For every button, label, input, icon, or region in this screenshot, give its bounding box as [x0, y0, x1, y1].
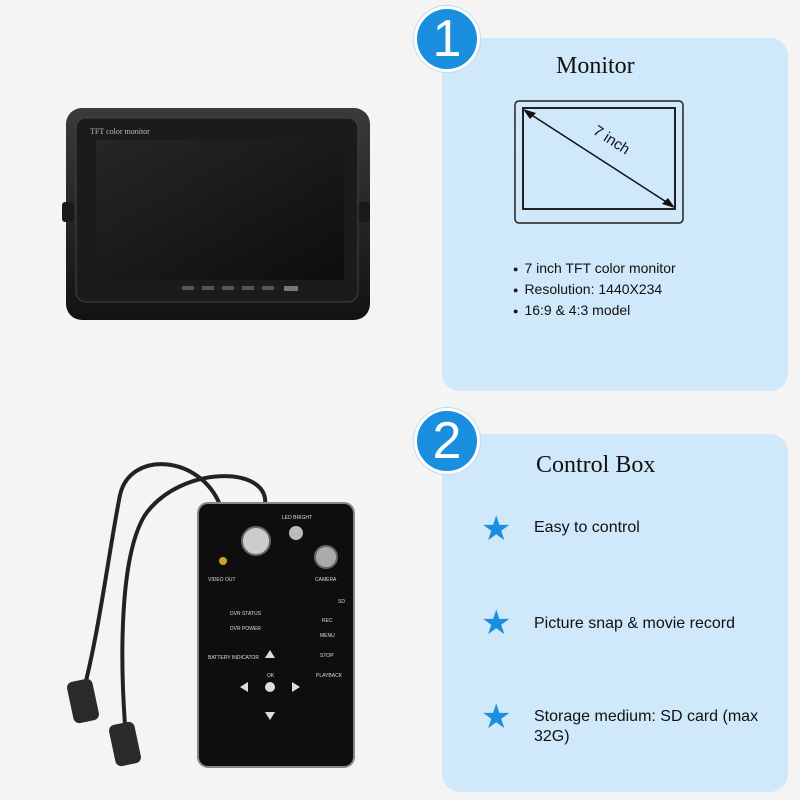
- monitor-info-panel: [442, 38, 788, 391]
- control-box-photo: VIDEO OUT LED BRIGHT CAMERA DVR STATUS D…: [67, 462, 355, 768]
- monitor-bezel-label: TFT color monitor: [90, 127, 150, 136]
- star-icon: ★: [481, 604, 512, 642]
- list-item: 16:9 & 4:3 model: [513, 300, 676, 321]
- star-icon: ★: [481, 510, 512, 548]
- control-label-playback: PLAYBACK: [316, 673, 343, 679]
- control-label-led-bright: LED BRIGHT: [282, 515, 312, 521]
- control-label-rec: REC: [322, 618, 333, 624]
- feature-text: Picture snap & movie record: [534, 615, 735, 632]
- list-item: Resolution: 1440X234: [513, 279, 676, 300]
- control-label-ok: OK: [267, 673, 275, 679]
- control-label-menu: MENU: [320, 633, 335, 639]
- star-icon: ★: [481, 698, 512, 736]
- control-label-stop: STOP: [320, 653, 334, 659]
- monitor-title: Monitor: [556, 53, 635, 79]
- feature-text: Storage medium: SD card (max 32G): [534, 708, 759, 745]
- control-label-dvr-status: DVR STATUS: [230, 611, 262, 617]
- diagram-size-label: 7 inch: [590, 122, 633, 158]
- monitor-photo: TFT color monitor: [62, 108, 370, 320]
- monitor-specs-list: 7 inch TFT color monitor Resolution: 144…: [513, 258, 676, 321]
- control-label-dvr-power: DVR POWER: [230, 626, 261, 632]
- control-box-info-panel: [442, 434, 788, 792]
- control-label-battery-indicator: BATTERY INDICATOR: [208, 655, 259, 661]
- control-label-video-out: VIDEO OUT: [208, 577, 236, 583]
- list-item: 7 inch TFT color monitor: [513, 258, 675, 279]
- control-label-sd: SD: [338, 599, 345, 605]
- monitor-size-diagram: 7 inch: [514, 100, 684, 224]
- section-number-badge-1: 1: [414, 6, 480, 72]
- control-label-camera: CAMERA: [315, 577, 337, 583]
- section-number-badge-2: 2: [414, 408, 480, 474]
- feature-text: Easy to control: [534, 519, 640, 536]
- control-box-title: Control Box: [536, 452, 656, 478]
